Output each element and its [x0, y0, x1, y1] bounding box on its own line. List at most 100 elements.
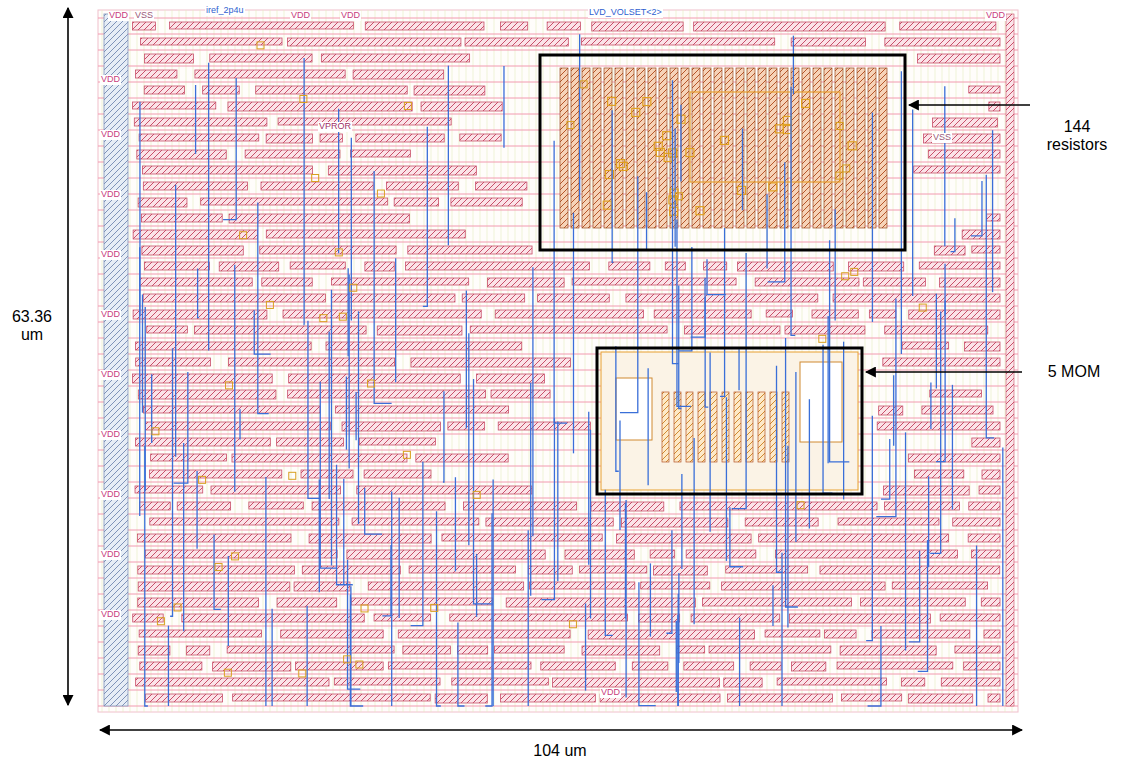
- metal-bar: [914, 166, 1000, 173]
- metal-bar: [408, 246, 532, 254]
- routing-wire: [681, 474, 682, 569]
- metal-bar: [724, 678, 762, 687]
- routing-wire: [944, 264, 945, 315]
- via: [344, 656, 351, 663]
- metal-bar: [149, 470, 281, 478]
- power-rail: [98, 402, 1018, 403]
- metal-bar: [908, 454, 1000, 462]
- metal-bar: [632, 662, 668, 670]
- routing-wire: [588, 412, 589, 565]
- metal-bar: [364, 470, 431, 478]
- routing-wire: [868, 626, 881, 706]
- routing-wire: [228, 556, 229, 646]
- routing-wire: [781, 553, 782, 706]
- metal-bar: [137, 150, 226, 159]
- metal-bar: [233, 694, 431, 701]
- routing-wire: [411, 462, 423, 626]
- mom-finger: [758, 392, 765, 462]
- metal-bar: [170, 22, 354, 29]
- net-label: VDD: [100, 610, 121, 620]
- metal-bar: [930, 390, 982, 397]
- via: [603, 201, 611, 209]
- routing-wire: [944, 86, 945, 246]
- metal-bar: [582, 646, 660, 655]
- callout-label: 144 resistors: [1036, 118, 1118, 155]
- routing-wire: [579, 34, 580, 201]
- via: [199, 476, 206, 483]
- dimension-label: 63.36 um: [4, 308, 60, 345]
- routing-wire: [930, 311, 941, 553]
- metal-bar: [138, 646, 170, 655]
- metal-bar: [142, 246, 243, 255]
- metal-bar: [528, 566, 572, 574]
- metal-bar: [359, 438, 435, 445]
- via: [738, 186, 746, 194]
- metal-bar: [335, 406, 508, 413]
- mom-finger: [698, 392, 705, 462]
- net-label: LVD_VOLSET<2>: [588, 8, 663, 18]
- metal-bar: [142, 166, 312, 174]
- routing-wire: [726, 397, 727, 561]
- metal-bar: [825, 630, 857, 638]
- metal-bar: [326, 342, 522, 350]
- resistor-array: [560, 68, 887, 228]
- routing-wire: [476, 554, 477, 617]
- routing-wire: [793, 36, 794, 94]
- metal-bar: [901, 678, 924, 686]
- metal-bar: [186, 646, 209, 655]
- via: [567, 122, 574, 129]
- metal-bar: [919, 262, 1000, 269]
- metal-bar: [134, 118, 267, 126]
- routing-wire: [673, 80, 679, 363]
- metal-bar: [529, 582, 634, 589]
- via: [769, 183, 777, 191]
- metal-bar: [195, 70, 345, 78]
- via: [157, 618, 164, 625]
- via: [473, 491, 480, 498]
- routing-wire: [646, 192, 647, 251]
- metal-bar: [266, 134, 312, 143]
- routing-wire: [647, 368, 648, 485]
- via: [775, 125, 783, 133]
- routing-wire: [355, 392, 356, 440]
- metal-bar: [848, 262, 903, 271]
- metal-bar: [791, 662, 825, 671]
- metal-bar: [321, 54, 469, 62]
- routing-wire: [791, 87, 795, 336]
- net-label: VDD: [985, 11, 1006, 21]
- metal-bar: [789, 614, 930, 623]
- via: [580, 81, 587, 88]
- routing-wire: [678, 594, 679, 706]
- highlight-box: [540, 55, 905, 250]
- metal-bar: [201, 198, 388, 205]
- routing-wire: [492, 479, 493, 706]
- metal-bar: [879, 406, 903, 415]
- metal-bar: [136, 70, 177, 78]
- via: [335, 249, 342, 256]
- routing-wire: [766, 194, 767, 268]
- metal-bar: [266, 230, 465, 238]
- metal-bar: [138, 598, 259, 607]
- mom-finger: [746, 392, 753, 462]
- metal-bar: [132, 102, 215, 109]
- metal-bar: [580, 566, 647, 573]
- metal-bar: [900, 22, 996, 30]
- power-rail: [98, 594, 1018, 595]
- guard-column: [104, 14, 128, 706]
- power-rail: [98, 658, 1018, 659]
- metal-bar: [403, 646, 450, 654]
- metal-bar: [941, 678, 1000, 686]
- routing-wire: [196, 471, 197, 549]
- metal-bar: [421, 102, 502, 111]
- routing-wire: [809, 399, 810, 528]
- routing-wire: [625, 500, 626, 697]
- metal-bar: [141, 214, 222, 222]
- metal-bar: [964, 342, 1000, 351]
- routing-wire: [485, 513, 492, 706]
- via: [224, 669, 231, 676]
- routing-wire: [930, 382, 931, 429]
- routing-wire: [693, 438, 694, 624]
- metal-bar: [955, 646, 1000, 653]
- power-rail: [98, 322, 1018, 323]
